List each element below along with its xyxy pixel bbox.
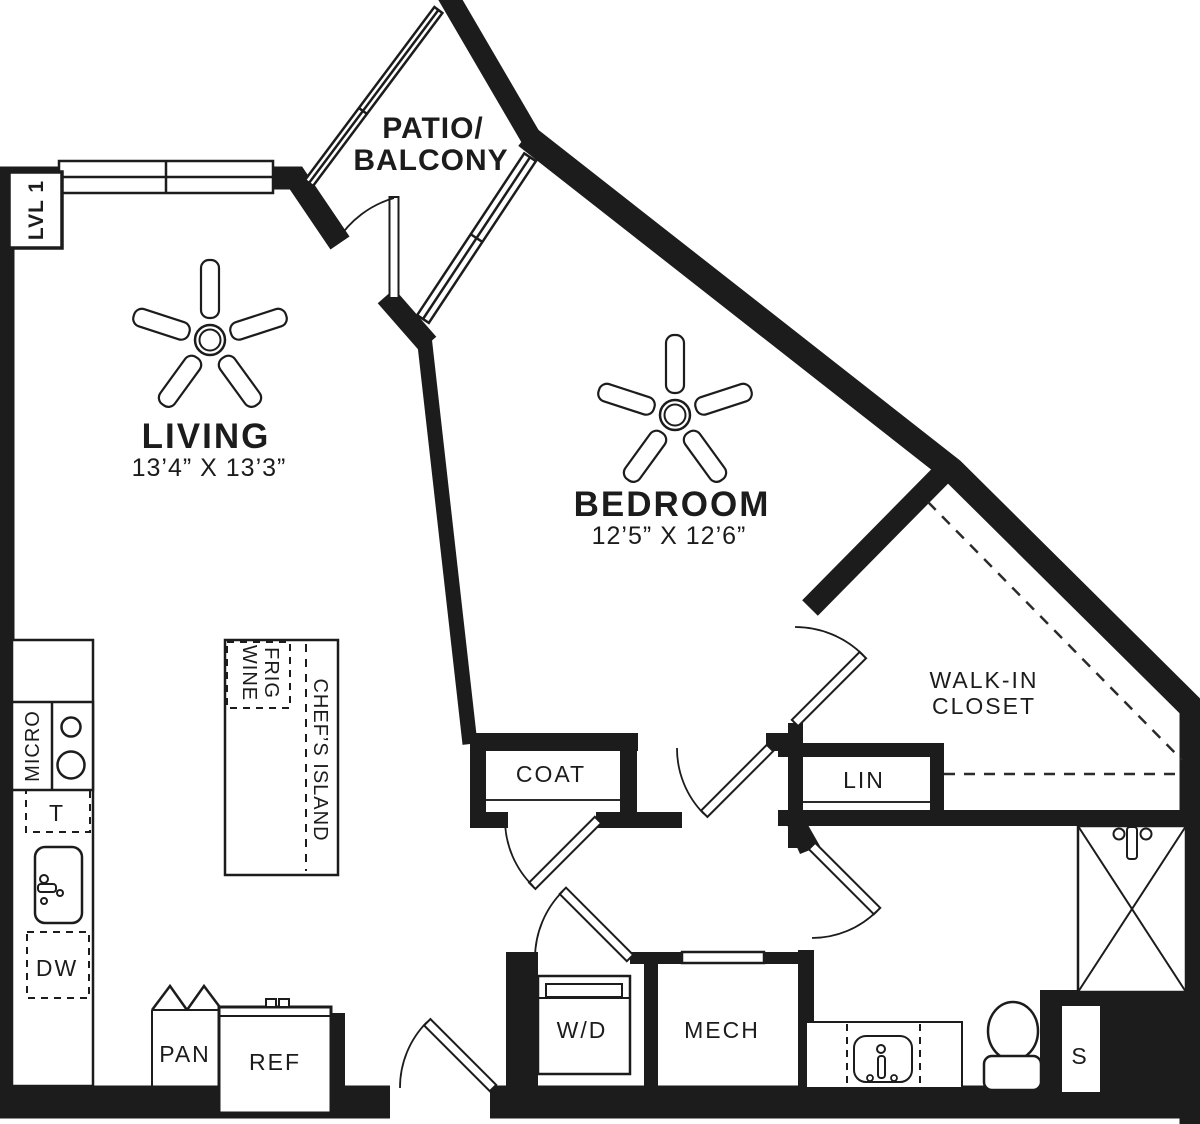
trash-box (25, 789, 91, 833)
closet-lines (486, 501, 1183, 803)
walkin-label-line2: CLOSET (932, 693, 1036, 719)
cooktop-burner-large (56, 750, 86, 780)
refrigerator (217, 998, 333, 1115)
pan-label: PAN (159, 1041, 211, 1067)
toilet (982, 1000, 1043, 1092)
lin-label: LIN (843, 767, 885, 793)
patio-railing (303, 5, 445, 188)
wine-label-line2: FRIG (260, 647, 282, 699)
living-ceiling-fan (132, 258, 288, 408)
level-tag-label: LVL 1 (25, 180, 48, 240)
bedroom-south-wall (470, 733, 638, 751)
cooktop-burner-small (60, 716, 82, 738)
mech-label: MECH (684, 1017, 760, 1043)
lin-top-wall (778, 743, 943, 757)
wall-patio-door-stub (377, 288, 437, 352)
windows (57, 5, 538, 325)
shower-seat-label: S (1071, 1043, 1088, 1069)
wine-label-line1: WINE (238, 645, 260, 701)
coat-door (504, 815, 603, 891)
ref-right-stub (330, 1013, 345, 1103)
shower-seat-niche (1062, 1006, 1100, 1092)
micro-label: MICRO (22, 710, 44, 782)
kitchen-sink (33, 845, 84, 925)
wd-label: W/D (557, 1017, 608, 1043)
bath-north-wall (778, 810, 1186, 826)
dishwasher-box (26, 931, 90, 999)
micro-cooktop-box (10, 700, 95, 792)
bedroom-label: BEDROOM (574, 485, 771, 524)
shower-head-icon (1112, 826, 1153, 860)
walkin-label-line1: WALK-IN (930, 667, 1039, 693)
wall-patio-right (438, 0, 544, 149)
wd-door (534, 886, 635, 963)
dw-label: DW (36, 955, 78, 981)
wall-living-bedroom-divider (416, 335, 478, 745)
ref-label: REF (249, 1049, 301, 1075)
doors (336, 196, 882, 1093)
level-tag: LVL 1 (7, 170, 64, 250)
vanity-sink (853, 1035, 913, 1083)
patio-label-line1: PATIO/ (382, 112, 484, 145)
lin-right-wall (930, 743, 944, 826)
bath-door-stub (784, 818, 820, 854)
walkin-door (790, 626, 868, 728)
bathroom (805, 824, 1188, 1092)
trash-label: T (49, 800, 65, 826)
shower (1076, 824, 1188, 994)
island-label: CHEF’S ISLAND (309, 678, 331, 841)
pantry-bifold-door (151, 983, 223, 1011)
walkin-rod-diagonal (927, 501, 1183, 761)
living-label: LIVING (142, 417, 271, 456)
pantry (151, 983, 223, 1086)
washer-dryer-unit (536, 974, 632, 1076)
coat-bottom-wall-right (596, 812, 682, 828)
coat-label: COAT (516, 761, 586, 787)
room-labels: PATIO/ BALCONY LIVING 13’4” X 13’3” BEDR… (22, 112, 1088, 1075)
living-dims: 13’4” X 13’3” (132, 454, 287, 482)
entry-door (399, 1017, 498, 1093)
patio-door (336, 196, 400, 299)
bedroom-window (415, 151, 538, 325)
wd-left-wall (506, 952, 538, 1092)
coat-bottom-wall-left (470, 812, 508, 828)
chefs-island (223, 638, 340, 877)
wd-top-stub (630, 952, 682, 964)
coat-left-wall (470, 733, 486, 828)
bedroom-ceiling-fan (597, 333, 753, 483)
mech-door (680, 950, 766, 965)
coat-right-wall (620, 745, 637, 815)
bathroom-door (807, 841, 882, 939)
kitchen (10, 638, 340, 1115)
living-window (57, 159, 275, 195)
patio-label-line2: BALCONY (353, 144, 508, 177)
bedroom-door (676, 743, 775, 819)
mech-top-stub (764, 952, 800, 964)
vanity (805, 1021, 963, 1089)
bedroom-dims: 12’5” X 12’6” (592, 522, 747, 550)
wall-walkin-north (802, 458, 958, 616)
wall-main-diagonal-and-right (518, 126, 1200, 1124)
wine-frig-box (226, 641, 291, 709)
wd-right-wall (644, 952, 658, 1092)
